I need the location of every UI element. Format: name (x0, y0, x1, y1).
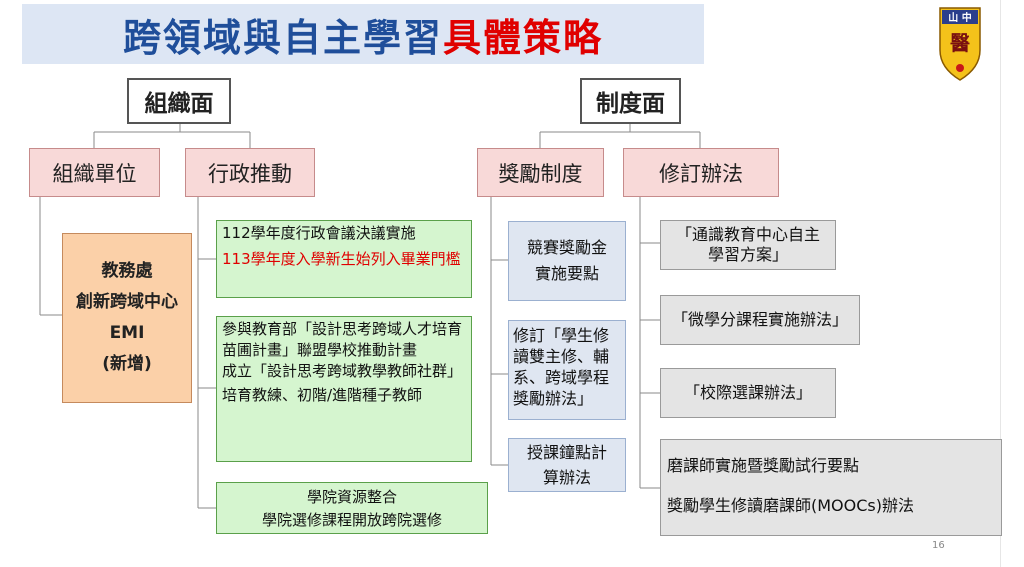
slide-edge-line (1000, 0, 1001, 567)
teaching-hours-text: 授課鐘點計算辦法 (526, 443, 607, 487)
micro-credit-box: 「微學分課程實施辦法」 (660, 295, 860, 345)
system-heading: 制度面 (580, 78, 681, 124)
org-unit-item: 教務處 (101, 261, 153, 281)
college-resource-text: 學院資源整合 (306, 487, 397, 506)
title-accent: 具體策略 (443, 15, 604, 60)
seed-teacher-text: 培育教練、初階/進階種子教師 (222, 386, 423, 404)
slide-title: 跨領域與自主學習具體策略 (22, 4, 704, 64)
mooc-implementation-text: 磨課師實施暨獎勵試行要點 (667, 456, 860, 475)
org-unit-item: 創新跨域中心 (76, 292, 178, 312)
competition-reward-text: 競賽獎勵金實施要點 (526, 238, 607, 283)
competition-reward-box: 競賽獎勵金實施要點 (508, 221, 626, 301)
teaching-hours-box: 授課鐘點計算辦法 (508, 438, 626, 492)
micro-credit-text: 「微學分課程實施辦法」 (671, 310, 848, 329)
graduation-threshold-text: 113學年度入學新生始列入畢業門檻 (222, 250, 461, 268)
cross-college-elective-text: 學院選修課程開放跨院選修 (261, 510, 442, 529)
org-heading: 組織面 (127, 78, 231, 124)
teacher-community-text: 成立「設計思考跨域教學教師社群」 (222, 362, 463, 380)
mooc-reward-text: 獎勵學生修讀磨課師(MOOCs)辦法 (667, 496, 914, 515)
title-main: 跨領域與自主學習 (122, 15, 443, 60)
mooc-box: 磨課師實施暨獎勵試行要點 獎勵學生修讀磨課師(MOOCs)辦法 (660, 439, 1002, 536)
admin-promotion-label: 行政推動 (185, 148, 315, 197)
design-thinking-plan-text: 參與教育部「設計思考跨域人才培育苗圃計畫」聯盟學校推動計畫 (222, 320, 463, 359)
school-logo: 山 中 醫 (938, 6, 982, 82)
school-shield-icon: 山 中 醫 (939, 7, 981, 81)
admin-box-1: 112學年度行政會議決議實施 113學年度入學新生始列入畢業門檻 (216, 220, 472, 298)
org-unit-item: (新增) (102, 354, 152, 374)
admin-box-2: 參與教育部「設計思考跨域人才培育苗圃計畫」聯盟學校推動計畫 成立「設計思考跨域教… (216, 316, 472, 462)
double-major-reward-box: 修訂「學生修讀雙主修、輔系、跨域學程獎勵辦法」 (508, 320, 626, 420)
reward-system-label: 獎勵制度 (477, 148, 604, 197)
admin-box-3: 學院資源整合 學院選修課程開放跨院選修 (216, 482, 488, 534)
self-learning-box: 「通識教育中心自主學習方案」 (660, 220, 836, 270)
title-band (22, 4, 704, 64)
logo-glyph: 醫 (950, 31, 970, 55)
inter-school-box: 「校際選課辦法」 (660, 368, 836, 418)
admin-resolution-text: 112學年度行政會議決議實施 (222, 224, 416, 242)
inter-school-text: 「校際選課辦法」 (683, 383, 812, 402)
revised-rules-label: 修訂辦法 (623, 148, 779, 197)
page-number: 16 (932, 540, 945, 551)
logo-top-text: 山 中 (948, 11, 971, 24)
org-unit-label: 組織單位 (29, 148, 160, 197)
org-unit-list: 教務處 創新跨域中心 EMI (新增) (62, 233, 192, 403)
org-unit-item: EMI (109, 323, 145, 343)
self-learning-text: 「通識教育中心自主學習方案」 (675, 225, 820, 264)
double-major-reward-text: 修訂「學生修讀雙主修、輔系、跨域學程獎勵辦法」 (513, 326, 610, 408)
